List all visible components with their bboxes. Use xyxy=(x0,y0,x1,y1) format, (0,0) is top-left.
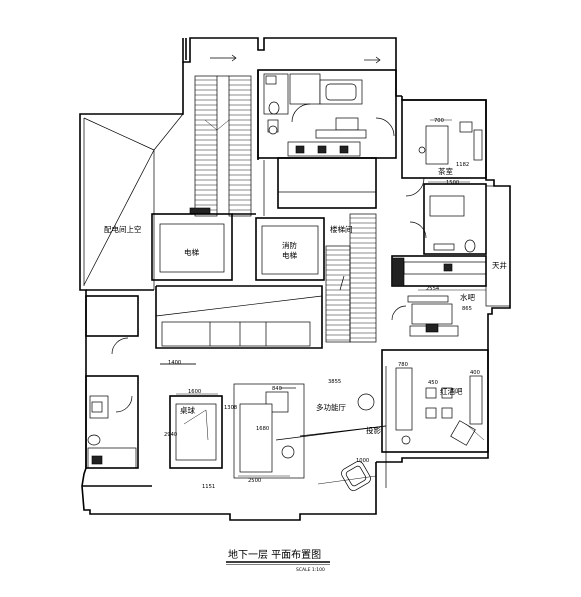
right-staircase xyxy=(325,213,377,343)
dim-2554: 2554 xyxy=(426,286,440,292)
multipurpose-hall xyxy=(233,366,387,491)
elevators xyxy=(151,213,325,281)
dim-2940: 2940 xyxy=(164,432,177,438)
dim-1308: 1308 xyxy=(224,405,237,411)
label-fire-elevator-2: 电梯 xyxy=(282,250,297,260)
dim-865: 865 xyxy=(462,306,472,312)
dim-450: 450 xyxy=(428,380,438,386)
label-wine-bar: 红酒吧 xyxy=(440,386,463,396)
upper-bathroom xyxy=(257,56,397,160)
left-staircase xyxy=(189,54,252,217)
dim-1500: 1500 xyxy=(446,180,459,186)
billiards xyxy=(169,395,223,469)
dim-840: 840 xyxy=(272,386,282,392)
dim-3855: 3855 xyxy=(328,379,341,385)
tea-bath xyxy=(409,183,487,255)
dim-1400: 1400 xyxy=(168,360,181,366)
drawing-title: 地下一层 平面布置图 xyxy=(228,548,321,561)
skylight-well xyxy=(485,185,511,307)
label-fire-elevator-1: 消防 xyxy=(282,240,297,250)
middle-corridor xyxy=(263,157,377,216)
distribution-room-cross xyxy=(83,113,184,290)
dim-1600: 1600 xyxy=(188,389,201,395)
label-stairwell: 楼梯间 xyxy=(330,224,353,234)
dim-1000: 1000 xyxy=(356,458,369,464)
dim-1151: 1151 xyxy=(202,484,215,490)
wine-bar xyxy=(381,349,489,453)
label-skylight-well: 天井 xyxy=(492,260,507,270)
drawing-title-block: 地下一层 平面布置图 SCALE 1:100 xyxy=(226,548,330,573)
dim-2500: 2500 xyxy=(248,478,261,484)
dim-780: 780 xyxy=(398,362,408,368)
dim-700: 700 xyxy=(434,118,444,124)
dimension-lines xyxy=(160,181,486,477)
outer-walls xyxy=(79,37,511,521)
tea-room xyxy=(401,99,487,197)
label-water-bar: 水吧 xyxy=(460,292,475,302)
drawing-scale: SCALE 1:100 xyxy=(296,567,325,573)
corridor-bench xyxy=(155,285,323,365)
dim-400: 400 xyxy=(470,370,480,376)
label-elevator: 电梯 xyxy=(184,247,199,257)
dim-1680: 1680 xyxy=(256,426,269,432)
label-projection: 投影 xyxy=(366,425,381,435)
label-tea-room: 茶室 xyxy=(438,166,453,176)
water-bar xyxy=(391,255,487,337)
label-billiards: 桌球 xyxy=(180,405,195,415)
label-multipurpose-hall: 多功能厅 xyxy=(316,402,346,412)
dim-1182: 1182 xyxy=(456,162,469,168)
left-lower-rooms xyxy=(82,295,152,487)
label-distribution-room: 配电间上空 xyxy=(104,224,142,234)
